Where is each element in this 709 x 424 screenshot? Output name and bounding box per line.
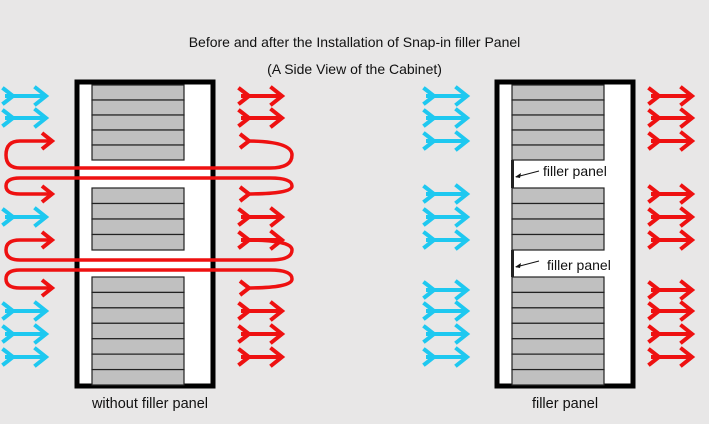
server-unit	[91, 187, 185, 205]
left-airflow	[2, 86, 294, 367]
callout-arrowhead-icon	[515, 173, 521, 178]
hot-air-arrow-icon	[40, 278, 56, 298]
hot-air-arrow-icon	[238, 301, 284, 321]
filler-panel	[511, 160, 514, 188]
server-unit	[511, 129, 605, 146]
cold-air-arrow-icon	[423, 184, 469, 204]
server-unit	[511, 338, 605, 355]
arrow-tail	[238, 185, 253, 203]
server-unit	[91, 291, 185, 309]
hot-air-arrow-icon	[648, 280, 694, 300]
left-cabinet	[74, 79, 216, 389]
server-unit	[511, 114, 605, 131]
diagram-subtitle: (A Side View of the Cabinet)	[267, 61, 442, 77]
hot-air-arrow-icon	[648, 324, 694, 344]
server-unit	[91, 233, 185, 251]
cold-air-arrow-icon	[2, 108, 48, 128]
server-unit	[91, 144, 185, 161]
cold-air-arrow-icon	[423, 324, 469, 344]
filler-panel	[511, 250, 514, 277]
server-unit	[91, 202, 185, 220]
hot-air-recirculation-loop	[4, 268, 294, 290]
server-unit	[511, 307, 605, 324]
cold-air-arrow-icon	[2, 301, 48, 321]
hot-air-recirculation-loop	[4, 139, 294, 170]
server-unit	[91, 114, 185, 131]
cold-air-arrow-icon	[2, 207, 48, 227]
hot-air-arrow-icon	[238, 86, 284, 106]
server-unit	[511, 322, 605, 340]
cold-air-arrow-icon	[423, 230, 469, 250]
server-unit	[511, 291, 605, 309]
server-unit	[91, 276, 185, 294]
server-unit	[91, 338, 185, 355]
hot-air-arrow-icon	[238, 207, 284, 227]
hot-air-arrow-icon	[40, 131, 56, 151]
hot-air-arrow-icon	[648, 301, 694, 321]
server-unit	[511, 187, 605, 205]
hot-air-arrow-icon	[648, 184, 694, 204]
server-unit	[511, 353, 605, 371]
arrow-tail	[238, 132, 253, 150]
hot-air-arrow-icon	[648, 347, 694, 367]
server-unit	[91, 218, 185, 236]
hot-air-recirculation-loop	[4, 176, 294, 196]
server-unit	[511, 233, 605, 251]
right-cabinet	[494, 79, 636, 389]
arrow-tail	[238, 279, 253, 297]
cold-air-arrow-icon	[423, 86, 469, 106]
hot-air-arrow-icon	[40, 230, 56, 250]
server-unit	[511, 218, 605, 236]
hot-air-arrow-icon	[648, 108, 694, 128]
cold-air-arrow-icon	[423, 347, 469, 367]
left-caption: without filler panel	[91, 396, 209, 412]
hot-air-arrow-icon	[238, 108, 284, 128]
server-unit	[511, 144, 605, 161]
cold-air-arrow-icon	[423, 131, 469, 151]
server-unit	[91, 307, 185, 324]
hot-air-arrow-icon	[648, 230, 694, 250]
diagram-title: Before and after the Installation of Sna…	[188, 34, 521, 50]
server-unit	[511, 368, 605, 386]
filler-panel-callout-2: filler panel	[547, 257, 611, 273]
cold-air-arrow-icon	[2, 347, 48, 367]
cold-air-arrow-icon	[2, 86, 48, 106]
server-unit	[91, 368, 185, 386]
hot-air-arrow-icon	[238, 324, 284, 344]
cold-air-arrow-icon	[423, 280, 469, 300]
hot-air-arrow-icon	[648, 86, 694, 106]
server-unit	[511, 84, 605, 101]
server-unit	[511, 99, 605, 116]
server-unit	[91, 322, 185, 340]
hot-air-arrow-icon	[40, 184, 56, 204]
hot-air-arrow-icon	[648, 131, 694, 151]
cold-air-arrow-icon	[423, 207, 469, 227]
hot-air-recirculation-loop	[4, 238, 294, 262]
server-unit	[91, 99, 185, 116]
server-unit	[511, 276, 605, 294]
cold-air-arrow-icon	[423, 301, 469, 321]
filler-panel-callout-1: filler panel	[543, 163, 607, 179]
server-unit	[91, 84, 185, 101]
callout-arrowhead-icon	[515, 263, 521, 268]
right-caption: filler panel	[531, 396, 599, 412]
cold-air-arrow-icon	[2, 324, 48, 344]
server-unit	[91, 129, 185, 146]
cold-air-arrow-icon	[423, 108, 469, 128]
server-unit	[511, 202, 605, 220]
hot-air-arrow-icon	[648, 207, 694, 227]
server-unit	[91, 353, 185, 371]
hot-air-arrow-icon	[238, 347, 284, 367]
